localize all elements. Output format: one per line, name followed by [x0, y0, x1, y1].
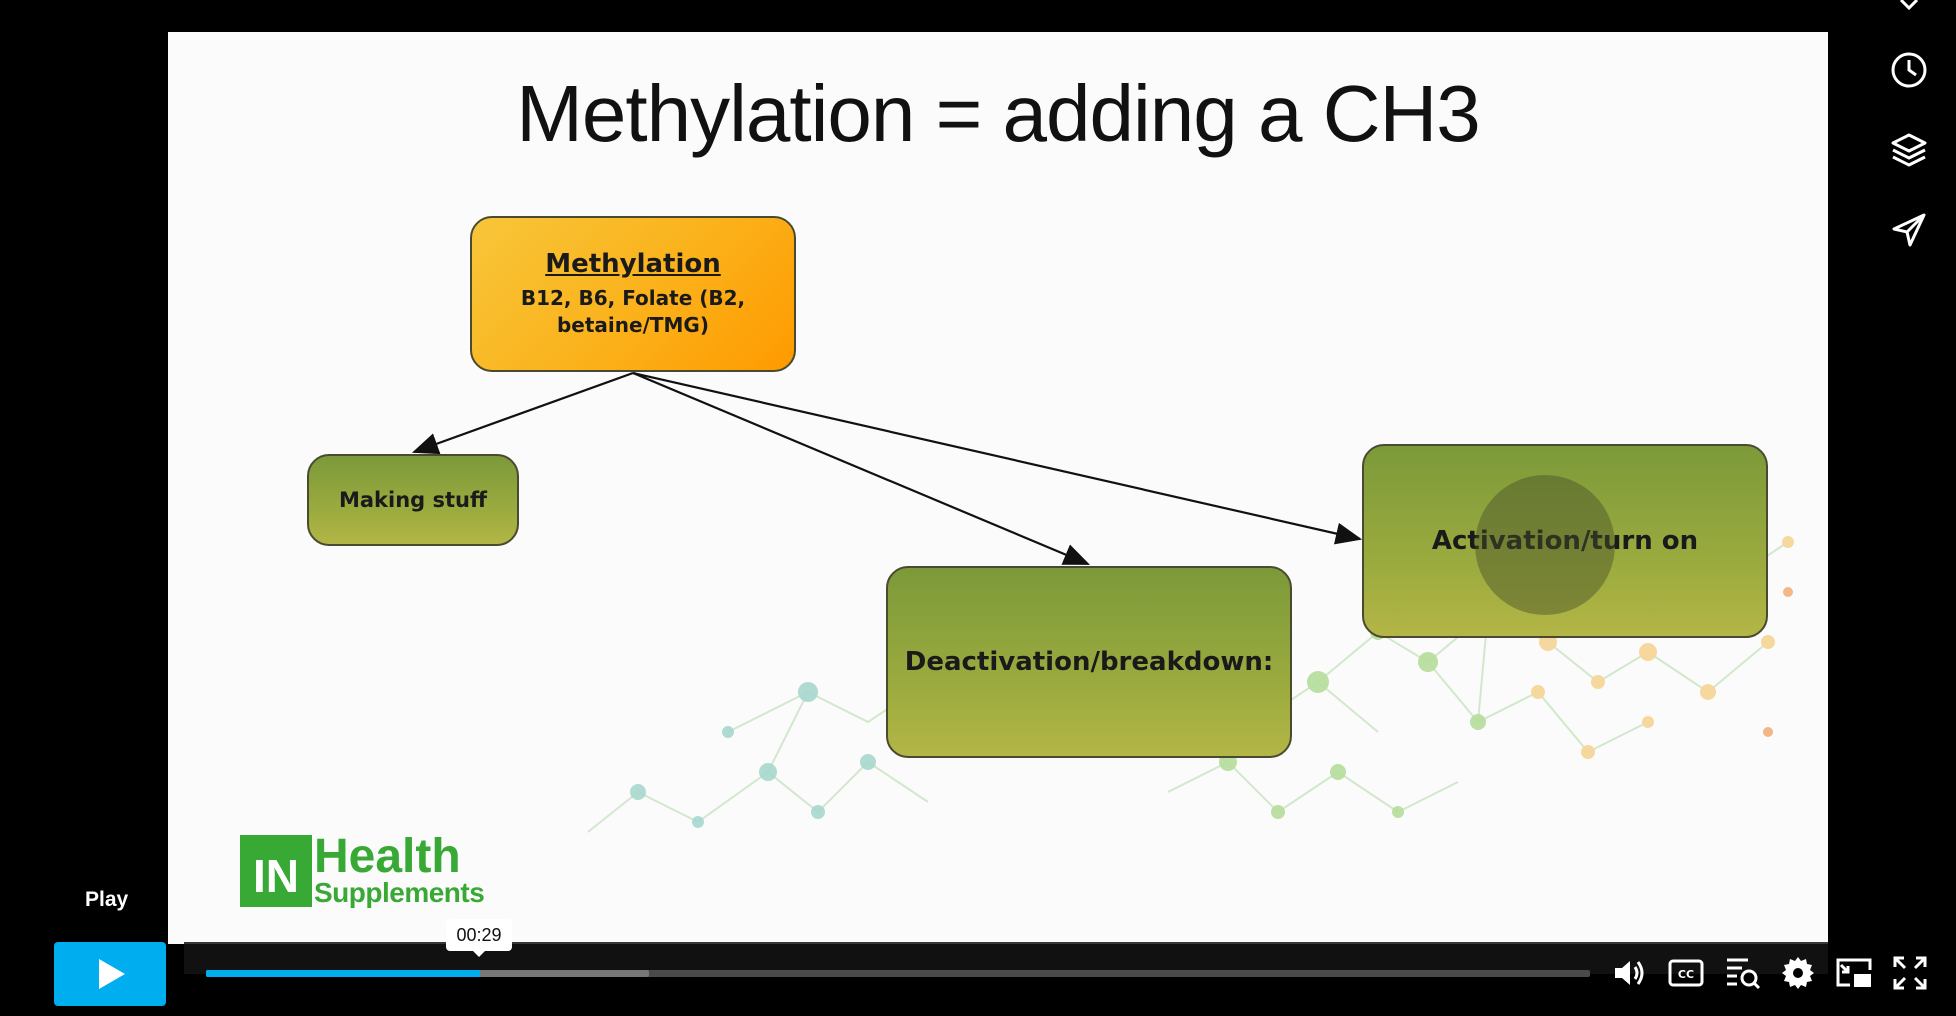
volume-icon[interactable] [1609, 953, 1649, 993]
closed-captions-icon[interactable]: CC [1666, 953, 1706, 993]
progress-bar[interactable] [206, 970, 1590, 977]
logo-in-mark: IN [240, 835, 312, 907]
logo-supplements-text: Supplements [314, 877, 485, 908]
settings-icon[interactable] [1778, 953, 1818, 993]
inhealth-logo: IN Health Supplements [240, 830, 485, 908]
play-button[interactable] [54, 942, 166, 1006]
activation-node: Activation/turn on [1362, 444, 1768, 638]
flow-arrows [411, 371, 1363, 566]
making-stuff-label: Making stuff [338, 488, 488, 512]
play-icon [99, 959, 125, 989]
video-frame[interactable]: Methylation = adding a CH3 Methylation B… [168, 32, 1828, 944]
layers-icon[interactable] [1889, 130, 1929, 170]
methylation-cofactors-line1: B12, B6, Folate (B2, [520, 286, 746, 310]
methylation-heading: Methylation [545, 249, 721, 279]
making-stuff-node: Making stuff [307, 454, 519, 546]
deactivation-label: Deactivation/breakdown: [904, 647, 1274, 677]
methylation-node: Methylation B12, B6, Folate (B2, betaine… [470, 216, 796, 372]
click-indicator-circle [1475, 475, 1615, 615]
svg-text:CC: CC [1678, 968, 1694, 981]
transcript-icon[interactable] [1723, 953, 1763, 993]
methylation-cofactors-line2: betaine/TMG) [556, 313, 709, 337]
clock-icon[interactable] [1889, 50, 1929, 90]
send-icon[interactable] [1889, 210, 1929, 250]
hover-time-tooltip: 00:29 [446, 919, 512, 957]
progress-played [206, 970, 481, 977]
picture-in-picture-icon[interactable] [1834, 953, 1874, 993]
collapse-chevron-icon[interactable] [1889, 0, 1929, 26]
fullscreen-icon[interactable] [1890, 953, 1930, 993]
logo-health-text: Health [314, 830, 461, 883]
slide-title: Methylation = adding a CH3 [516, 69, 1481, 158]
deactivation-node: Deactivation/breakdown: [886, 566, 1292, 758]
play-tooltip: Play [85, 888, 129, 911]
activation-label: Activation/turn on [1431, 526, 1699, 556]
